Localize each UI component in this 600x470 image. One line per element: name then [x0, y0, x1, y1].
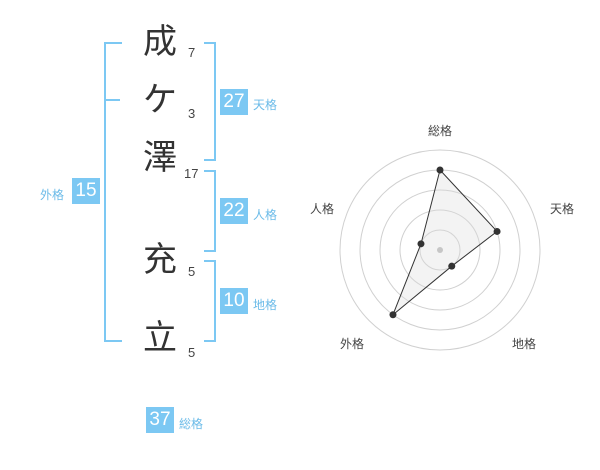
- radar-label-gaikaku: 外格: [340, 337, 365, 351]
- gaikaku-bracket: [104, 42, 122, 342]
- radar-ring-3: [379, 189, 501, 311]
- tenkaku-label: 天格: [253, 98, 278, 112]
- radar-point-3: [389, 311, 397, 319]
- jinkaku-value-badge: 22: [220, 198, 248, 224]
- tenkaku-value-badge: 27: [220, 89, 248, 115]
- radar-ring-5: [339, 149, 541, 351]
- chikaku-bracket: [204, 260, 216, 342]
- soukaku-label: 総格: [179, 417, 204, 431]
- jinkaku-bracket: [204, 170, 216, 252]
- gaikaku-value-badge: 15: [72, 178, 100, 204]
- stroke-count-1: 7: [188, 45, 196, 60]
- name-char-5: 立: [143, 318, 177, 358]
- radar-label-tenkaku: 天格: [550, 202, 575, 216]
- radar-point-1: [493, 227, 501, 235]
- radar-label-soukaku: 総格: [428, 124, 453, 138]
- radar-point-0: [436, 166, 444, 174]
- stroke-count-3: 17: [184, 166, 199, 181]
- name-char-4: 充: [143, 240, 177, 280]
- jinkaku-label: 人格: [253, 208, 278, 222]
- radar-ring-1: [419, 229, 461, 271]
- gaikaku-label: 外格: [40, 188, 65, 202]
- stroke-count-2: 3: [188, 106, 196, 121]
- soukaku-value-badge: 37: [146, 407, 174, 433]
- radar-polygon: [392, 168, 498, 316]
- stroke-count-4: 5: [188, 264, 196, 279]
- chikaku-label: 地格: [253, 298, 278, 312]
- chikaku-value-badge: 10: [220, 288, 248, 314]
- stroke-count-5: 5: [188, 345, 196, 360]
- radar-label-jinkaku: 人格: [310, 202, 335, 216]
- tenkaku-bracket: [204, 42, 216, 161]
- radar-point-2: [448, 262, 456, 270]
- radar-point-4: [417, 240, 425, 248]
- name-char-1: 成: [143, 22, 177, 62]
- name-char-2: ケ: [143, 80, 177, 120]
- radar-label-chikaku: 地格: [512, 337, 537, 351]
- name-char-3: 澤: [143, 138, 177, 178]
- radar-ring-2: [399, 209, 481, 291]
- gaikaku-bracket-mid: [104, 99, 120, 101]
- radar-center-dot: [437, 247, 443, 253]
